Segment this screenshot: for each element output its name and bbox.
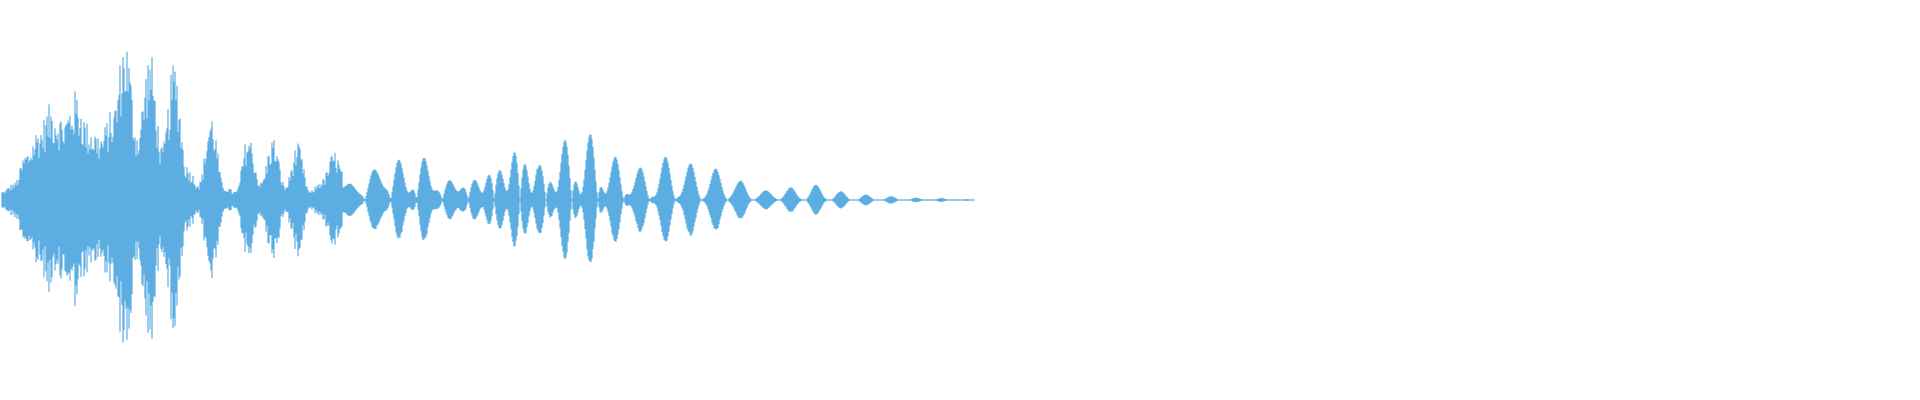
waveform-bars <box>1 51 975 343</box>
